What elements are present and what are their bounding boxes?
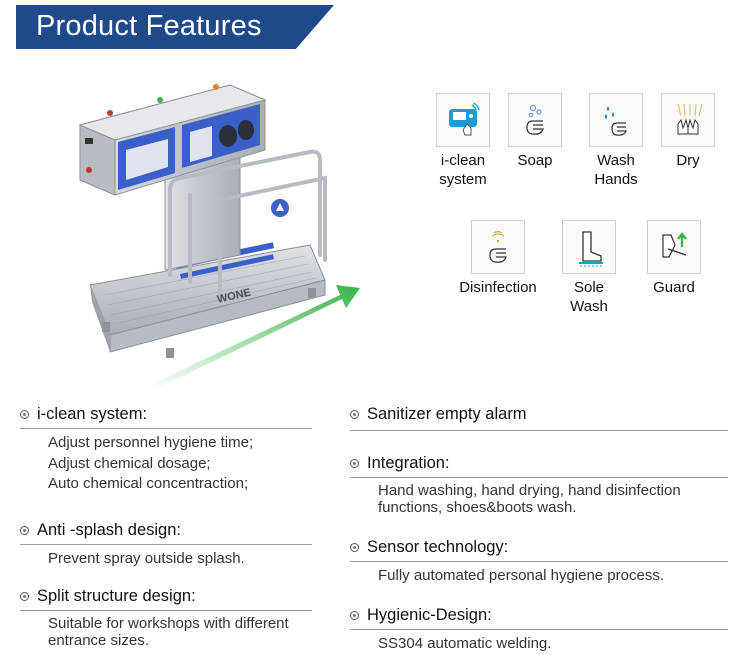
feature-label: Wash [597,152,635,169]
divider [350,430,728,431]
divider [20,544,312,545]
section-title: i-clean system: [37,405,148,423]
bullet-icon [20,592,29,601]
section-line: Prevent spray outside splash. [48,550,245,567]
divider [350,629,728,630]
feature-guard: Guard [629,220,719,297]
bullet-icon [20,410,29,419]
section-title: Sensor technology: [367,538,509,556]
feature-label: Hands [594,171,638,188]
feature-soap: Soap [490,93,580,170]
section-sanitizer-alarm: Sanitizer empty alarm [350,405,728,431]
section-split-structure: Split structure design: Suitable for wor… [20,587,312,649]
bullet-icon [350,543,359,552]
feature-i-clean: i-clean system [418,93,508,189]
section-sensor-technology: Sensor technology: Fully automated perso… [350,538,728,587]
feature-label: Soap [517,152,553,169]
section-line: Adjust chemical dosage; [48,454,211,472]
disinfection-icon [471,220,525,274]
feature-dry: Dry [643,93,733,170]
divider [350,477,728,478]
dry-icon [661,93,715,147]
divider [20,428,312,429]
sole-wash-icon [562,220,616,274]
hygiene-station-illustration: WONE [78,84,360,388]
section-line: functions, shoes&boots wash. [378,499,577,516]
bullet-icon [20,526,29,535]
feature-label: system [439,171,487,188]
page-title: Product Features [36,10,262,42]
section-title: Anti -splash design: [37,521,181,539]
section-banner [16,5,334,49]
feature-label: Disinfection [459,279,537,296]
section-line: Fully automated personal hygiene process… [378,567,664,584]
wash-hands-icon [589,93,643,147]
section-title: Split structure design: [37,587,196,605]
feature-label: Sole [573,279,605,296]
guard-icon [647,220,701,274]
section-integration: Integration: Hand washing, hand drying, … [350,454,728,516]
feature-label: i-clean [440,152,486,169]
section-line: entrance sizes. [48,632,149,649]
bullet-icon [350,611,359,620]
direction-arrow [150,285,360,388]
section-line: Suitable for workshops with different [48,615,289,632]
feature-label: Guard [653,279,695,296]
i-clean-panel-icon [436,93,490,147]
bullet-icon [350,410,359,419]
section-line: Auto chemical concentraction; [48,475,249,492]
divider [350,561,728,562]
feature-label: Wash [570,298,608,315]
section-line: Hand washing, hand drying, hand disinfec… [378,482,681,499]
section-hygienic-design: Hygienic-Design: SS304 automatic welding… [350,606,728,655]
section-line: SS304 automatic welding. [378,635,552,652]
section-title: Hygienic-Design: [367,606,492,624]
section-line: Adjust personnel hygiene time; [48,434,254,451]
section-i-clean: i-clean system: Adjust personnel hygiene… [20,405,312,495]
section-title: Integration: [367,454,450,472]
bullet-icon [350,459,359,468]
feature-label: Dry [676,152,700,169]
feature-disinfection: Disinfection [453,220,543,297]
soap-icon [508,93,562,147]
divider [20,610,312,611]
section-anti-splash: Anti -splash design: Prevent spray outsi… [20,521,312,570]
section-title: Sanitizer empty alarm [367,405,527,423]
